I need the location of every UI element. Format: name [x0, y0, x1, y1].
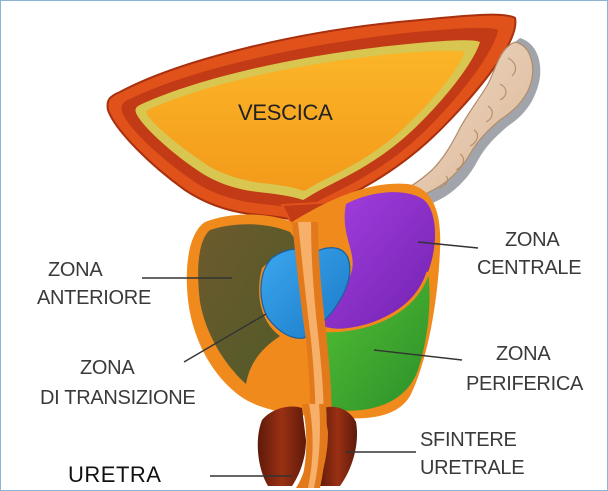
label-urethra: URETRA	[68, 462, 161, 487]
label-sphincter-line2: URETRALE	[420, 457, 524, 479]
label-transition-zone-line1: ZONA	[80, 357, 135, 379]
label-sphincter-line1: SFINTERE	[420, 429, 517, 451]
label-peripheral-zone-line2: PERIFERICA	[466, 373, 584, 395]
label-central-zone-line2: CENTRALE	[477, 257, 581, 279]
sphincter-left	[258, 407, 306, 487]
label-anterior-zone-line2: ANTERIORE	[37, 287, 151, 309]
label-anterior-zone-line1: ZONA	[48, 259, 103, 281]
label-central-zone-line1: ZONA	[505, 229, 560, 251]
label-peripheral-zone-line1: ZONA	[496, 343, 551, 365]
label-bladder: VESCICA	[238, 100, 333, 125]
label-transition-zone-line2: DI TRANSIZIONE	[40, 387, 195, 409]
